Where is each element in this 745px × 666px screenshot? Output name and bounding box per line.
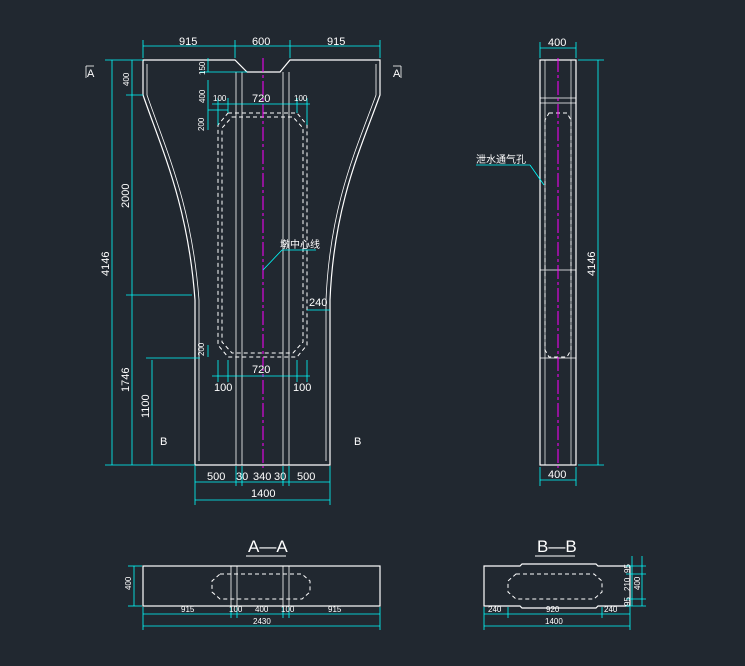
section-aa-dims [128,565,381,630]
side-dim-bottom: 400 [548,469,566,481]
front-hollow-void [217,112,308,358]
dim-bottom-500-left: 500 [207,471,225,483]
section-aa-dim-915-left: 915 [181,605,195,614]
dim-bottom-1400: 1400 [251,488,275,500]
dim-2000-left: 2000 [120,184,132,208]
dim-top-left: 915 [179,36,197,48]
dim-top-middle: 600 [252,36,270,48]
section-aa-dim-915-right: 915 [328,605,342,614]
section-aa-total: 2430 [253,617,271,626]
section-bb-outline [483,563,631,609]
section-bb-dims [483,556,646,630]
dim-bottom-340: 340 [253,471,271,483]
section-aa-dim-400: 400 [255,605,269,614]
dim-100-lower-right: 100 [293,382,311,394]
section-mark-a-left: A [87,68,95,80]
dim-200-lower: 200 [197,342,206,356]
dim-1746-left: 1746 [120,368,132,392]
section-aa-title: A—A [248,537,288,556]
dim-top-right: 915 [327,36,345,48]
vent-hole-label: 泄水通气孔 [476,153,526,166]
dim-100-lower-left: 100 [214,382,232,394]
side-hollow-void [544,112,572,358]
section-bb-dim-240-right: 240 [604,605,618,614]
centerline-label: 墩中心线 [280,238,320,251]
section-bb-total: 1400 [545,617,563,626]
section-bb-title: B—B [537,537,577,556]
section-mark-a-right: A [393,68,401,80]
section-bb-dim-920: 920 [546,605,560,614]
dim-bottom-30-left: 30 [236,471,248,483]
side-dimension-lines [476,42,604,486]
section-aa-void [211,573,311,600]
dim-720-lower: 720 [252,364,270,376]
dim-bottom-500-right: 500 [297,471,315,483]
dim-400-upper: 400 [198,89,207,103]
dim-200-upper: 200 [197,117,206,131]
section-bb-dim-240-left: 240 [488,605,502,614]
section-bb-dim-210: 210 [623,577,632,591]
section-bb-void [507,573,603,600]
front-elevation [142,59,381,466]
side-dim-height: 4146 [586,252,598,276]
front-dimension-lines [85,40,402,505]
section-aa-dim-100-right: 100 [281,605,295,614]
dim-100-upper-left: 100 [213,94,227,103]
section-aa-dim-100-left: 100 [229,605,243,614]
dim-bottom-30-right: 30 [274,471,286,483]
dim-100-upper-right: 100 [294,94,308,103]
section-aa [142,565,381,607]
section-mark-b-right: B [354,436,361,448]
pier-outline-inner [146,64,200,461]
dim-720-upper: 720 [252,93,270,105]
section-mark-b-left: B [160,436,167,448]
side-dim-top: 400 [548,37,566,49]
dim-150: 150 [198,61,207,75]
section-aa-height: 400 [124,576,133,590]
pier-outline-inner-right [325,64,377,461]
dim-4146-left: 4146 [100,252,112,276]
dim-400-left: 400 [122,72,131,86]
section-bb-dim-95-bottom: 95 [623,597,632,606]
pier-outline [142,59,381,466]
dim-240-right: 240 [309,297,327,309]
section-bb-dim-400: 400 [633,576,642,590]
dim-1100-left: 1100 [140,394,152,418]
section-bb-dim-95-top: 95 [623,564,632,573]
